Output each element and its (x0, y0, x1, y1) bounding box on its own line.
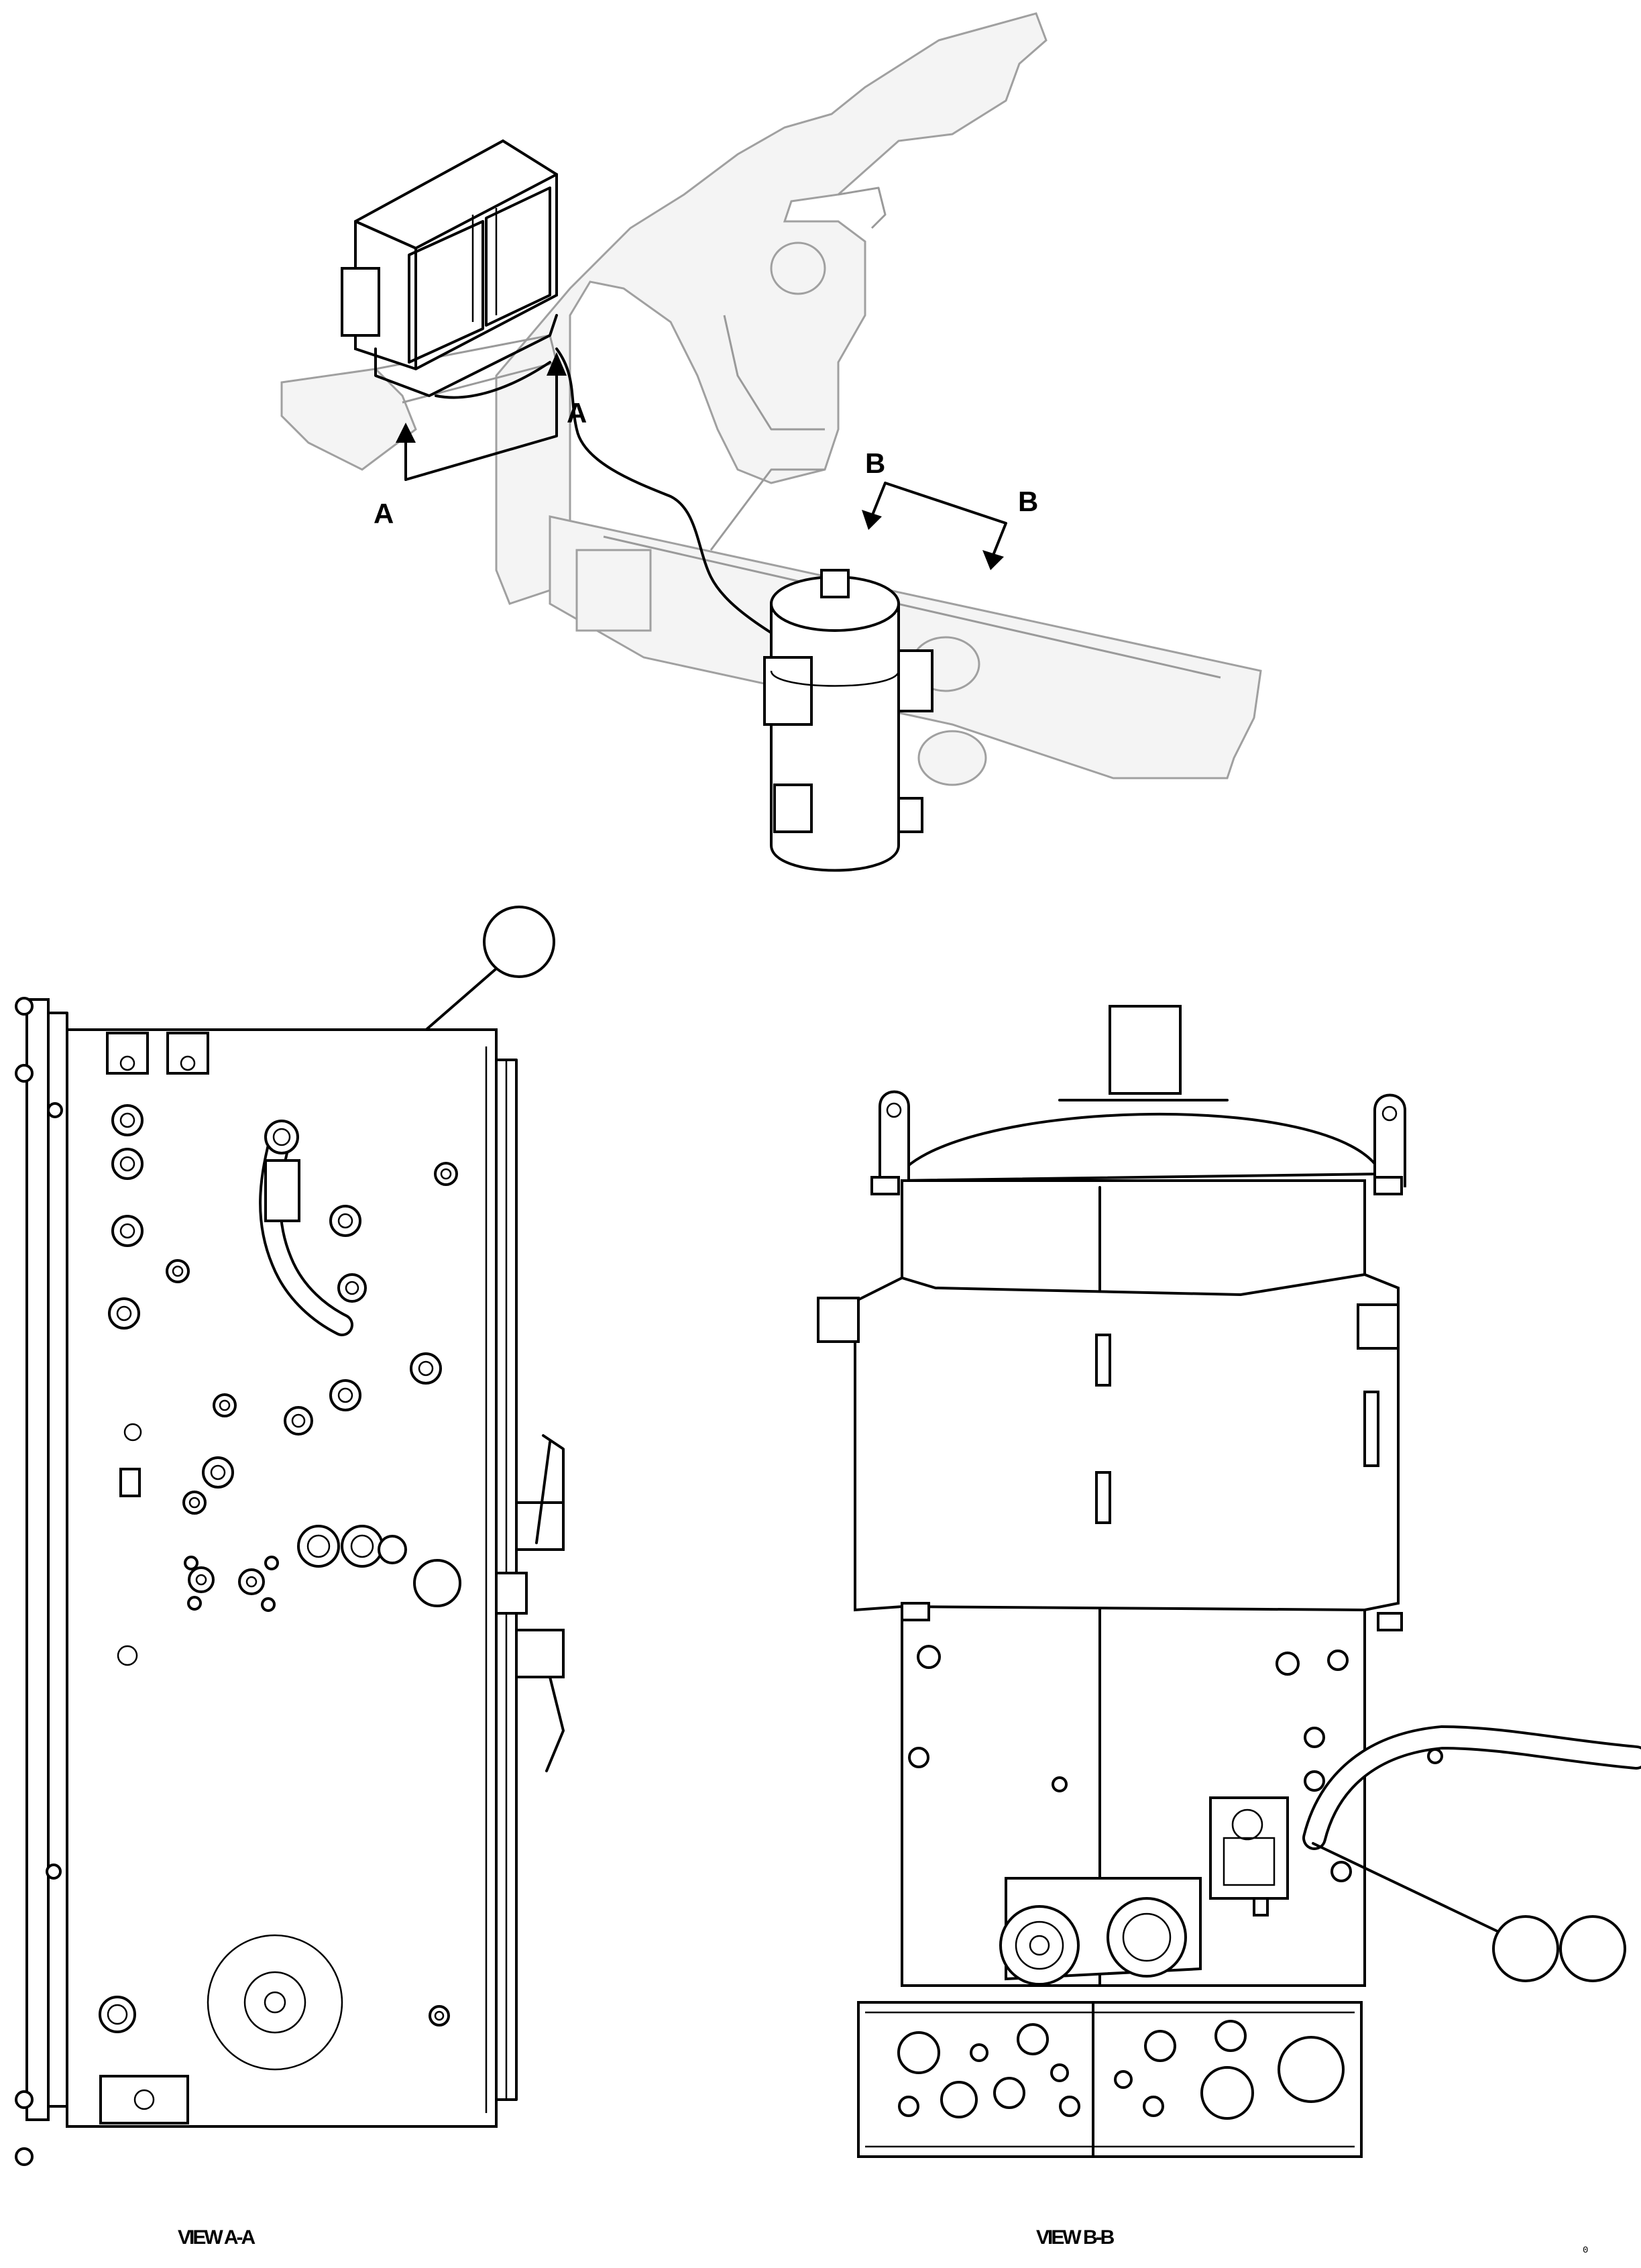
grommet (207, 1934, 343, 2071)
wiring-harness (555, 347, 779, 639)
section-arrow-b: B B (862, 447, 1038, 570)
control-cabinet (341, 139, 558, 397)
chassis-frame (280, 12, 1262, 786)
body-fasteners (908, 1645, 1352, 1882)
pulley-bracket (999, 1877, 1202, 1986)
ground-cable (259, 1120, 353, 1336)
terminal-block (857, 2001, 1363, 2158)
page-id: 0 (1583, 2245, 1588, 2256)
section-label-a-right: A (567, 397, 587, 429)
section-label-a-left: A (374, 498, 394, 529)
section-label-b-left: B (865, 447, 885, 479)
section-arrow-a: A A (374, 352, 587, 529)
view-b-b: VIEW B-B (817, 1005, 1641, 2249)
callout-balloon-b1 (1492, 1915, 1559, 1982)
callout-balloon-b2 (1559, 1915, 1626, 1982)
section-label-b-right: B (1018, 486, 1038, 517)
view-a-caption: VIEW A-A (178, 2226, 256, 2249)
door-latch (495, 1434, 565, 1772)
panel-fasteners (99, 1104, 461, 2033)
power-cable (1302, 1725, 1641, 1850)
callout-leader-b (1312, 1842, 1500, 1933)
connector-box (1209, 1796, 1289, 1916)
callout-balloon (483, 906, 555, 978)
view-a-a: VIEW A-A (15, 906, 565, 2249)
top-stub (1109, 1005, 1182, 1095)
cylindrical-unit (763, 569, 933, 872)
rail-bolts (15, 997, 63, 2166)
view-b-caption: VIEW B-B (1036, 2226, 1115, 2249)
isometric-overview: A A B B (280, 12, 1262, 872)
